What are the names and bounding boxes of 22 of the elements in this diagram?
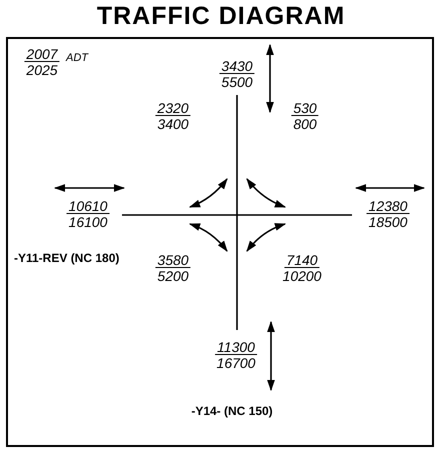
traffic-volume: 2320 <box>155 101 191 116</box>
diagram-title: TRAFFIC DIAGRAM <box>96 2 346 31</box>
traffic-volume: 3580 <box>155 253 191 268</box>
traffic-volume: 12380 <box>366 199 410 214</box>
traffic-volume: 7140 <box>284 253 320 268</box>
traffic-volume: 530 <box>291 101 319 116</box>
traffic-volume: 16700 <box>216 356 256 370</box>
traffic-volume: 800 <box>292 117 318 131</box>
road-name: -Y14- (NC 150) <box>191 404 273 418</box>
traffic-volume: 11300 <box>215 340 257 355</box>
traffic-volume: 3430 <box>219 59 255 74</box>
road-name: -Y11-REV (NC 180) <box>14 251 120 265</box>
traffic-volume: 3400 <box>156 117 190 131</box>
traffic-volume: 10200 <box>282 269 322 283</box>
traffic-volume: 5500 <box>220 75 254 89</box>
traffic-volume: 2007 <box>24 47 60 62</box>
traffic-volume: 5200 <box>156 269 190 283</box>
traffic-volume: 10610 <box>66 199 110 214</box>
traffic-volume: 16100 <box>68 215 108 229</box>
traffic-volume: 18500 <box>368 215 408 229</box>
unit-label: ADT <box>66 51 88 65</box>
traffic-volume: 2025 <box>25 63 59 77</box>
